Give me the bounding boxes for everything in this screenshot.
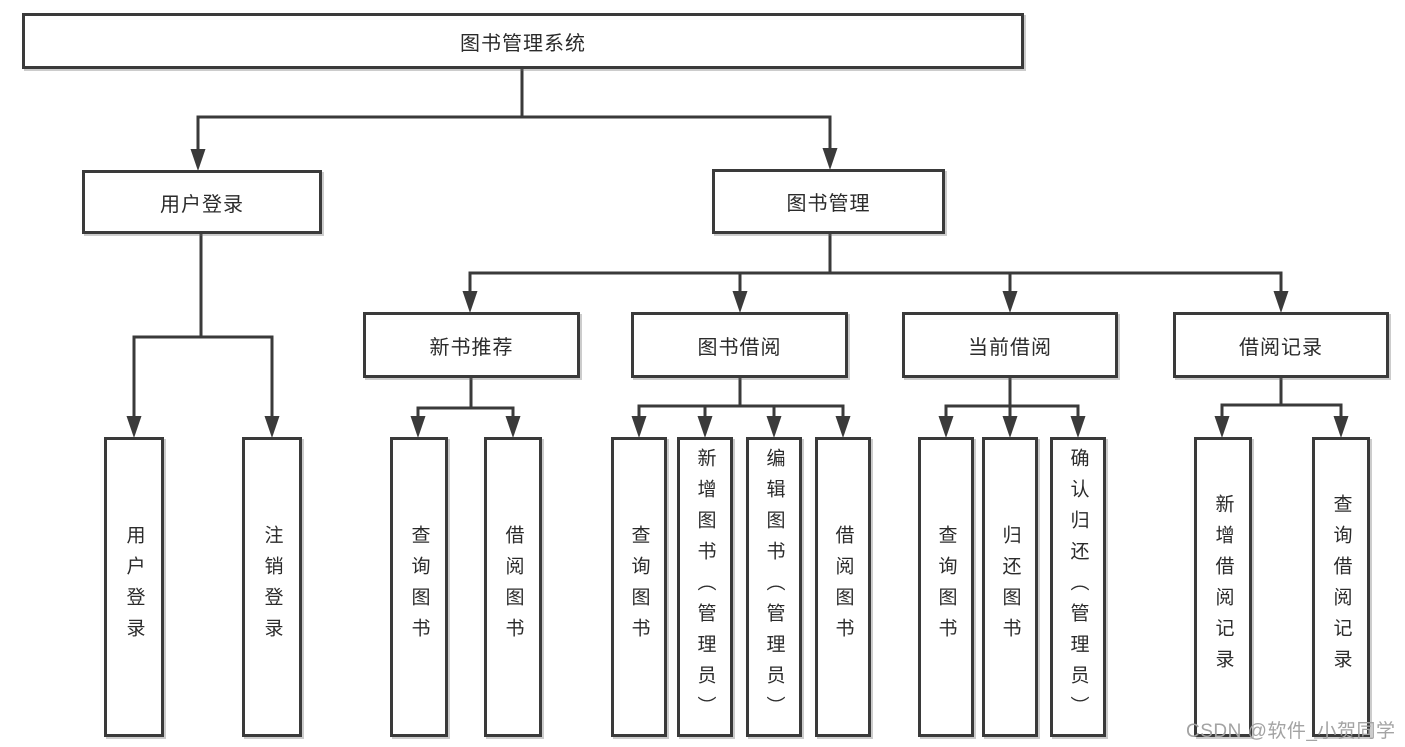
leaf-current-confirm-return-admin: 确认归还（管理员）	[1050, 437, 1106, 737]
arrowheads	[126, 148, 1349, 438]
leaf-borrow-query-book: 查询图书	[611, 437, 667, 737]
leaf-borrow-add-book-admin: 新增图书（管理员）	[677, 437, 733, 737]
leaf-records-query-record: 查询借阅记录	[1312, 437, 1370, 737]
node-user-login: 用户登录	[82, 170, 322, 234]
node-new-book-recommend: 新书推荐	[363, 312, 580, 378]
node-book-borrowing: 图书借阅	[631, 312, 848, 378]
leaf-recommend-borrow-book: 借阅图书	[484, 437, 542, 737]
node-root: 图书管理系统	[22, 13, 1024, 69]
leaf-current-return-book: 归还图书	[982, 437, 1038, 737]
leaf-current-query-book: 查询图书	[918, 437, 974, 737]
leaf-borrow-edit-book-admin: 编辑图书（管理员）	[746, 437, 802, 737]
node-book-management: 图书管理	[712, 169, 945, 234]
node-current-borrowing: 当前借阅	[902, 312, 1118, 378]
node-borrowing-records: 借阅记录	[1173, 312, 1389, 378]
leaf-records-add-record: 新增借阅记录	[1194, 437, 1252, 737]
leaf-recommend-query-book: 查询图书	[390, 437, 448, 737]
leaf-user-login: 用户登录	[104, 437, 164, 737]
leaf-borrow-borrow-book: 借阅图书	[815, 437, 871, 737]
leaf-logout: 注销登录	[242, 437, 302, 737]
watermark: CSDN @软件_小贺同学	[1186, 721, 1396, 742]
